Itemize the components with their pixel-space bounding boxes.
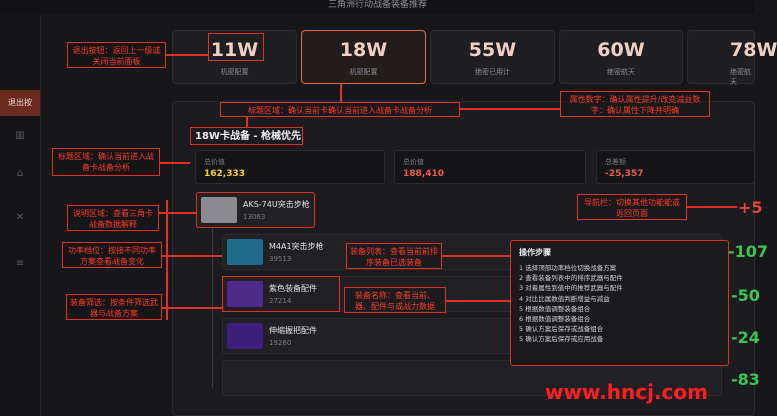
callout-line [162, 255, 222, 257]
stat-caption: 总差额 [605, 158, 626, 166]
callout-back-button: 退出按钮：返回上一级或关闭当前面板 [67, 42, 166, 68]
panel-title: 18W卡战备 - 枪械优先 [190, 127, 303, 145]
step-item: 5 根据数值调整装备组合 [519, 304, 591, 313]
callout-line [160, 162, 190, 164]
callout-line [159, 212, 196, 214]
steps-title: 操作步骤 [519, 248, 551, 257]
callout-stats-numbers: 属性数字：确认属性提升/改变减益数字：确认属性下降并明确 [560, 91, 710, 117]
exit-button[interactable]: 退出按 [0, 90, 40, 116]
item-sub: 39513 [269, 255, 292, 263]
item-name: AKS-74U突击步枪 [243, 200, 310, 209]
delta-value: -83 [731, 370, 760, 389]
tab-value: 55W [468, 39, 517, 61]
weapon-thumbnail [201, 197, 237, 223]
tab-label: 机密配置 [349, 68, 378, 76]
tab-value: 60W [597, 39, 645, 61]
callout-equip-list: 装备列表：查看当前前排序装备已选装备 [346, 243, 442, 269]
weapon-thumbnail [227, 239, 263, 265]
delta-value: -107 [728, 242, 769, 261]
item-sub: 19260 [269, 339, 292, 347]
item-row-empty[interactable] [222, 360, 722, 396]
callout-line [340, 84, 342, 102]
tab-value: 78W [730, 39, 777, 61]
item-sub: 27214 [269, 297, 292, 305]
callout-line [166, 200, 168, 320]
tab-label: 绝密航天 [607, 68, 635, 76]
tab-label: 绝密航天 [730, 68, 751, 86]
tab-18w[interactable]: 18W 机密配置 [301, 30, 426, 84]
callout-line [460, 108, 560, 110]
highlight-box [208, 33, 264, 61]
callout-line [166, 54, 208, 56]
delta-value: -50 [731, 286, 760, 305]
callout-line [442, 255, 510, 257]
callout-navbar: 导航栏：切换其他功能能或返回页面 [577, 194, 687, 220]
watermark: www.hncj.com [545, 380, 708, 404]
step-item: 3 对着属性到值中的推荐武器与配件 [519, 284, 623, 293]
tab-78w[interactable]: 78W 绝密航天 [687, 30, 777, 86]
step-item: 6 根据数值调整装备组合 [519, 315, 591, 324]
callout-title-left: 标题区域：确认当前进入战备卡战备分析 [52, 148, 160, 176]
weapon-thumbnail [227, 281, 263, 307]
window-title: 三角洲行动战备装备推荐 [0, 0, 755, 14]
tab-label: 绝密已用计 [475, 68, 510, 76]
item-name: M4A1突击步枪 [269, 242, 324, 251]
tab-55w[interactable]: 55W 绝密已用计 [430, 30, 555, 84]
callout-line [687, 206, 737, 208]
stat-caption: 总价值 [403, 158, 424, 166]
tab-label: 机密配置 [220, 68, 249, 76]
item-name: 伸缩握把配件 [269, 326, 317, 335]
stat-value: 162,333 [204, 169, 245, 179]
stat-card-current: 总价值 188,410 [394, 150, 586, 184]
step-item: 1 选择顶部功率档位切换战备方案 [519, 264, 617, 272]
steps-panel: 操作步骤 1 选择顶部功率档位切换战备方案 2 查看装备列表中的排序武器与配件 … [510, 240, 729, 366]
home-icon[interactable]: ⌂ [16, 168, 24, 179]
chart-icon[interactable]: ▥ [15, 130, 25, 141]
tab-value: 18W [339, 39, 388, 61]
callout-equip-name: 装备名称：查看当前、器、配件与或战力数据 [344, 287, 446, 313]
stat-card-total: 总价值 162,333 [195, 150, 385, 184]
weapon-thumbnail [227, 323, 263, 349]
step-item: 2 查看装备列表中的排序武器与配件 [519, 274, 623, 283]
tab-11w[interactable]: 11W 机密配置 [172, 30, 297, 84]
menu-icon[interactable]: ≡ [15, 258, 25, 269]
delta-value: +5 [738, 198, 763, 217]
step-item: 5 确认方案后保存或战备组合 [519, 325, 604, 334]
callout-function-tag: 功率档位：按接不同功率方案查看战备变化 [62, 242, 162, 268]
delta-value: -24 [731, 328, 760, 347]
item-row-aks[interactable]: AKS-74U突击步枪 13063 [196, 192, 315, 228]
stat-caption: 总价值 [204, 158, 225, 166]
callout-line [162, 307, 222, 309]
stat-card-diff: 总差额 -25,357 [596, 150, 755, 184]
tab-60w[interactable]: 60W 绝密航天 [559, 30, 683, 84]
callout-title-area: 标题区域：确认当前卡确认当前进入战备卡战备分析 [220, 102, 460, 117]
callout-equip-filter: 装备筛选：按条件筛选武器与战备方案 [66, 294, 162, 320]
callout-line [246, 117, 248, 127]
stat-value: 188,410 [403, 169, 444, 179]
item-name: 紫色装备配件 [269, 284, 317, 293]
callout-line [446, 300, 510, 302]
stat-value: -25,357 [605, 169, 644, 179]
sidebar [0, 14, 41, 416]
callout-desc-area: 说明区域：查看三角卡战备数据解释 [67, 205, 159, 231]
highlight-box [222, 276, 340, 312]
item-sub: 13063 [243, 213, 266, 221]
step-item: 5 确认方案后保存或应用战备 [519, 335, 604, 344]
step-item: 4 对比比属数值判断增益与减益 [519, 294, 610, 303]
tab-value: 11W [210, 39, 259, 61]
close-icon[interactable]: ✕ [15, 212, 25, 223]
